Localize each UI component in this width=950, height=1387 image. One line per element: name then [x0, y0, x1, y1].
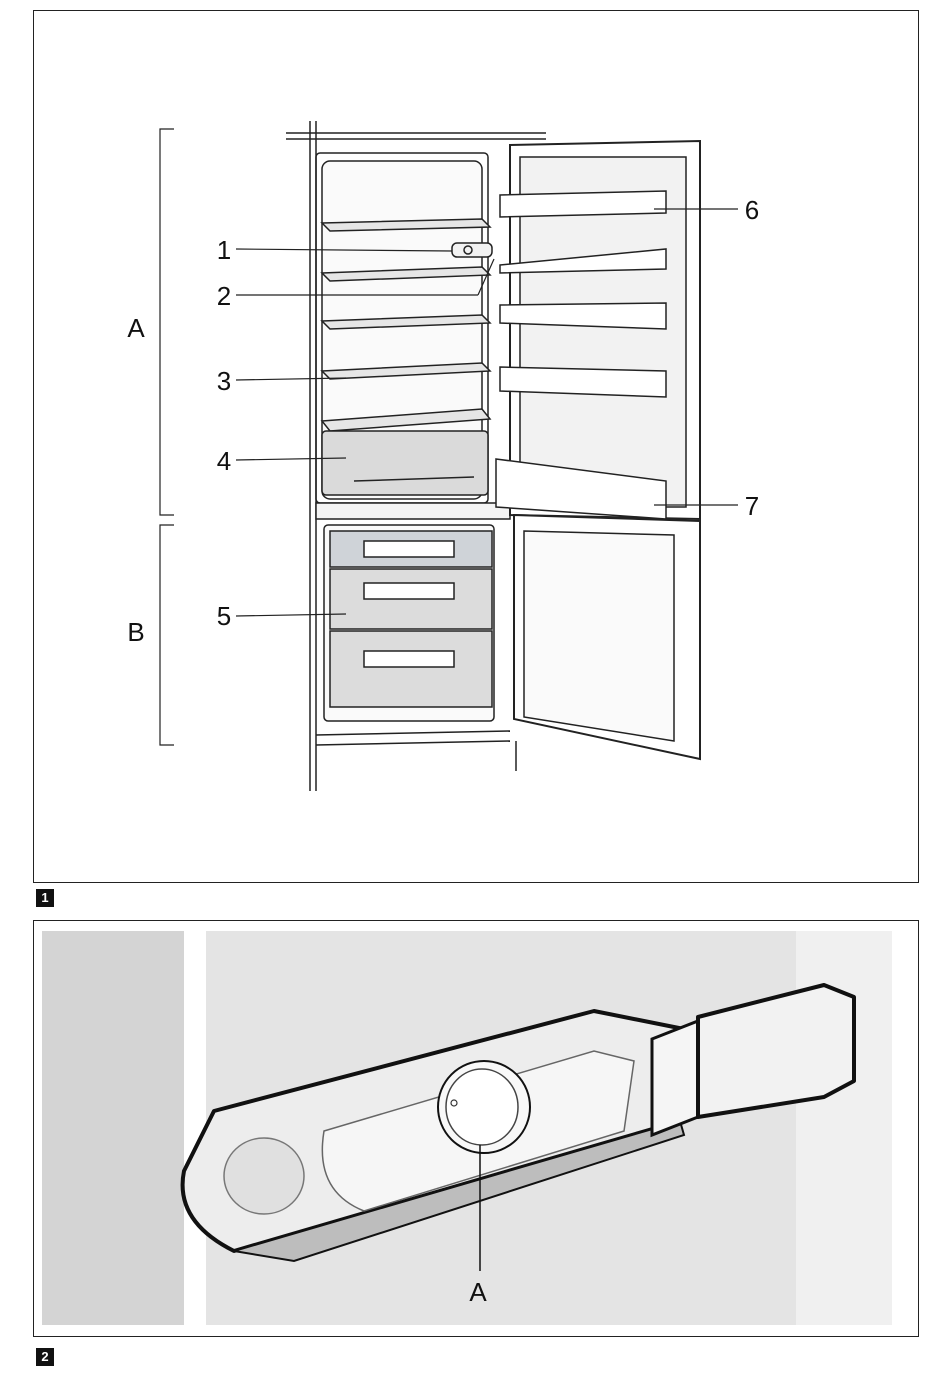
fridge-illustration: A B 1 2 3 4 5 6 7 [34, 11, 920, 884]
drawer-grip [364, 651, 454, 667]
drawer-grip [364, 583, 454, 599]
callout-4: 4 [217, 446, 231, 476]
zone-bracket-b [160, 525, 174, 745]
drawer-grip [364, 541, 454, 557]
zone-label-a: A [127, 313, 145, 343]
zone-label-b: B [127, 617, 144, 647]
callout-a: A [469, 1277, 487, 1307]
zone-bracket-a [160, 129, 174, 515]
callout-5: 5 [217, 601, 231, 631]
figure-1-frame: A B 1 2 3 4 5 6 7 [33, 10, 919, 883]
figure-2-badge: 2 [36, 1348, 54, 1366]
freezer-drawer [330, 631, 492, 707]
callout-6: 6 [745, 195, 759, 225]
compartment-divider [316, 503, 510, 519]
dial-knob[interactable] [446, 1069, 518, 1145]
light-cover [224, 1138, 304, 1214]
door-rack [500, 367, 666, 397]
freezer-door-liner [524, 531, 674, 741]
callout-3: 3 [217, 366, 231, 396]
callout-2: 2 [217, 281, 231, 311]
door-rack [500, 191, 666, 217]
callout-7: 7 [745, 491, 759, 521]
background-panel-dark [42, 931, 184, 1325]
plinth-line [316, 731, 510, 735]
plinth-line [316, 741, 510, 745]
control-unit-illustration: A [34, 921, 920, 1338]
vegetable-container [322, 431, 488, 495]
figure-1-badge: 1 [36, 889, 54, 907]
bracket [652, 1021, 698, 1135]
callout-1: 1 [217, 235, 231, 265]
figure-2-frame: A [33, 920, 919, 1337]
